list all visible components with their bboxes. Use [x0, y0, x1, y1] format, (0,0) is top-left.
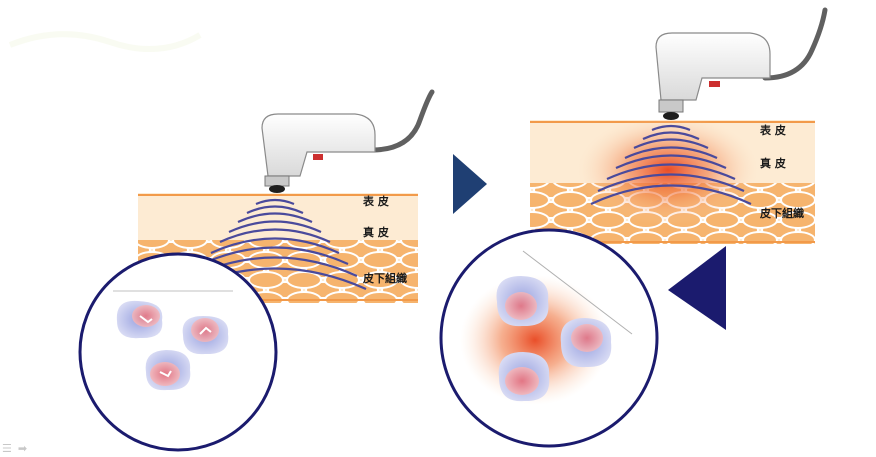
label-dermis-before: 真 皮 [363, 225, 389, 239]
ultrasound-probe-after [655, 7, 828, 120]
panel-after: 表 皮 真 皮 皮下組織 [439, 7, 828, 448]
ultrasound-probe-before [261, 89, 435, 193]
arrow-pointer [668, 246, 726, 330]
menu-icon[interactable]: ☰ [2, 442, 12, 455]
arrow-right-icon[interactable]: ➡ [17, 442, 28, 455]
skin-cross-section-after [530, 120, 815, 244]
molecule-top-left [116, 300, 163, 339]
slide-nav: ☰ ➡ [2, 442, 27, 455]
label-epidermis-after: 表 皮 [759, 123, 786, 137]
molecule-right [560, 318, 612, 368]
molecule-bottom [498, 352, 550, 402]
label-dermis-after: 真 皮 [760, 156, 786, 170]
molecule-right [182, 316, 229, 355]
ultrasound-waves-after [590, 124, 752, 205]
molecule-bottom [145, 350, 191, 391]
label-epidermis-before: 表 皮 [362, 194, 389, 208]
molecule-top [496, 276, 549, 327]
arrow-right [453, 154, 487, 214]
heat-glow-skin [578, 120, 758, 225]
molecule-magnifier-after [439, 228, 659, 448]
panel-before: 表 皮 真 皮 皮下組織 [78, 89, 435, 452]
label-subcutis-after: 皮下組織 [759, 206, 804, 220]
molecule-magnifier-before [78, 252, 278, 452]
watermark-doodle [8, 31, 202, 53]
label-subcutis-before: 皮下組織 [362, 271, 407, 285]
ultrasound-waves-before [183, 198, 367, 291]
